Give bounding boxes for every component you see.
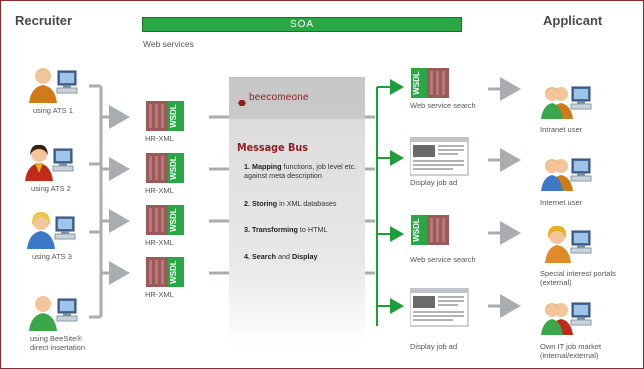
message-bus-block — [229, 77, 365, 347]
recruiter-connectors — [89, 84, 130, 319]
bus-item-2: 2. Storing in XML databases — [244, 199, 362, 209]
bus-item-4-bold: Search — [252, 252, 276, 261]
recruiter-ats1-icon — [25, 63, 80, 105]
applicant-2-label: Internet user — [540, 198, 583, 207]
message-bus-title: Message Bus — [237, 142, 309, 154]
bus-item-4-bold2: Display — [291, 252, 318, 261]
recruiter-ats2-label: using ATS 2 — [31, 184, 71, 193]
bus-item-3-bold: Transforming — [252, 225, 298, 234]
adapter-2-label: HR-XML — [145, 186, 174, 195]
bus-item-2-num: 2. — [244, 199, 250, 208]
output-4-label: Display job ad — [410, 342, 458, 351]
adapter-wsdl-4-icon: WSDL — [146, 257, 184, 287]
adapter-wsdl-1-tag: WSDL — [169, 104, 178, 128]
bus-item-2-rest: in XML databases — [277, 199, 337, 208]
recruiter-beesite-label: using BeeSite® direct insertation — [30, 334, 86, 352]
applicant-intranet-icon — [539, 79, 594, 121]
output-3-label: Web service search — [410, 255, 476, 264]
bus-item-2-bold: Storing — [252, 199, 278, 208]
adapter-4-label: HR-XML — [145, 290, 174, 299]
recruiter-beesite-icon — [25, 291, 80, 333]
bus-item-1-num: 1. — [244, 162, 250, 171]
applicant-1-label: Intranet user — [540, 125, 583, 134]
recruiter-ats3-icon — [23, 209, 78, 251]
bee-logo-icon — [237, 94, 247, 106]
bus-item-3: 3. Transforming to HTML — [244, 225, 362, 235]
output-doc-1-icon — [409, 136, 470, 177]
recruiter-heading: Recruiter — [15, 13, 73, 28]
applicant-3-label: Special interest portals (external) — [540, 269, 616, 287]
bus-item-4-num: 4. — [244, 252, 250, 261]
output-2-label: Display job ad — [410, 178, 458, 187]
bus-item-4-mid: and — [275, 252, 292, 261]
output-wsdl-1-icon: WSDL — [411, 68, 449, 98]
bus-item-3-rest: to HTML — [297, 225, 328, 234]
adapter-wsdl-4-tag: WSDL — [169, 260, 178, 284]
output-1-label: Web service search — [410, 101, 476, 110]
applicant-4-label: Own IT job market (internal/external) — [540, 342, 602, 360]
output-wsdl-2-icon: WSDL — [411, 215, 449, 245]
bus-output-stubs — [365, 115, 375, 275]
recruiter-ats2-icon — [21, 141, 76, 183]
recruiter-ats3-label: using ATS 3 — [32, 252, 72, 261]
soa-label: SOA — [289, 19, 315, 30]
adapter-wsdl-2-icon: WSDL — [146, 153, 184, 183]
recruiter-ats1-label: using ATS 1 — [33, 106, 73, 115]
bus-item-1: 1. Mapping functions, job level etc. aga… — [244, 162, 362, 180]
applicant-heading: Applicant — [543, 13, 603, 28]
soa-bar — [142, 17, 462, 32]
bus-item-1-bold: Mapping — [252, 162, 282, 171]
adapter-wsdl-1-icon: WSDL — [146, 101, 184, 131]
output-wsdl-1-tag: WSDL — [412, 71, 421, 95]
adapter-to-bus-lines — [209, 115, 229, 275]
output-doc-2-icon — [409, 287, 470, 328]
web-services-label: Web services — [143, 39, 194, 49]
adapter-3-label: HR-XML — [145, 238, 174, 247]
adapter-1-label: HR-XML — [145, 134, 174, 143]
output-wsdl-2-tag: WSDL — [412, 218, 421, 242]
output-to-applicant-arrows — [488, 77, 521, 318]
applicant-own-market-icon — [539, 295, 594, 337]
applicant-portals-icon — [539, 223, 594, 265]
adapter-wsdl-2-tag: WSDL — [169, 156, 178, 180]
beecomeone-logo: beecomeone — [249, 92, 309, 103]
bus-item-3-num: 3. — [244, 225, 250, 234]
adapter-wsdl-3-tag: WSDL — [169, 208, 178, 232]
bus-item-4: 4. Search and Display — [244, 252, 362, 262]
bus-item-1-rest: functions, job level etc. against meta d… — [244, 162, 357, 180]
green-distribution — [376, 79, 404, 326]
adapter-wsdl-3-icon: WSDL — [146, 205, 184, 235]
applicant-internet-icon — [539, 151, 594, 193]
